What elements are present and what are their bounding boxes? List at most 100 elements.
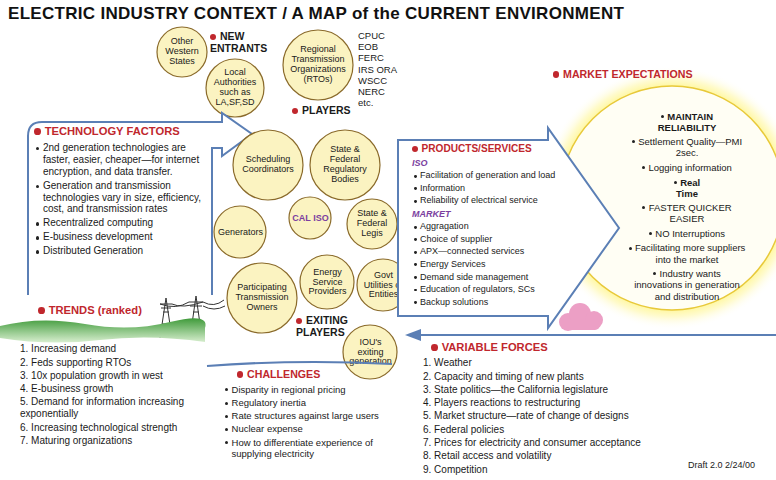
bullet-item: Backup solutions [412,297,562,308]
expectation-item: MAINTAIN RELIABILITY [649,111,725,133]
numbered-item: 1. Weather [423,357,766,369]
green-hill [0,318,206,342]
expectation-item: Facilitating more suppliers into the mar… [628,242,746,264]
bullet-item: How to differentiate experience of suppl… [223,437,386,459]
circle-outline [357,259,409,311]
player-circle: CAL ISO [288,196,332,240]
expectation-item: Settlement Quality—PMI 2sec. [628,136,746,158]
bullet-item: Distributed Generation [34,245,206,257]
section-heading: PRODUCTS/SERVICES [412,143,562,155]
bullet-item: Aggragation [412,221,562,232]
sun-disc [560,86,776,310]
node-content: VARIABLE FORCES 1. Weather 2. Capacity and… [405,330,776,480]
bullet-item: Disparity in regional pricing [223,384,386,395]
node-content: State & Federal Legis [350,202,394,246]
node-content: PRODUCTS/SERVICES ISOFacilitation of gene… [398,128,620,328]
circle-outline [227,263,297,333]
node-content: TECHNOLOGY FACTORS2nd generation technol… [22,112,254,297]
circle-outline [283,30,353,100]
bullet-item: Nuclear expense [223,423,386,434]
section-heading: CHALLENGES [237,368,386,381]
node-content: Other Western States [160,30,204,74]
node-content: TRENDS (ranked)1. Increasing demand2. Fe… [0,302,205,480]
bullet-item: Facilitation of generation and load [412,170,562,181]
node-content: Local Authorities such as LA,SF,SD [210,63,260,113]
new-entrant-circle: Local Authorities such as LA,SF,SD [205,58,265,118]
numbered-item: 3. State politics—the California legisla… [423,384,766,396]
challenges-band: CHALLENGESDisparity in regional pricingR… [207,362,392,480]
sub-heading: ISO [412,158,562,169]
section-heading: VARIABLE FORCES [431,341,766,354]
pink-cloud [559,303,603,331]
band-arrow [28,113,252,295]
circle-label: Generators [218,228,263,238]
circle-label: Local Authorities such as LA,SF,SD [210,68,260,108]
expectation-item: Industry wants innovations in generation… [628,268,746,302]
player-circle: Participating Transmission Owners [226,262,298,334]
bullet-item: APX—connected services [412,246,562,257]
numbered-item: 4. E-business growth [20,383,197,395]
circle-label: State & Federal Legis [350,209,394,239]
numbered-item: 7. Maturing organizations [20,435,197,447]
circle-label: CAL ISO [292,213,328,224]
expectation-item: FASTER QUICKER EASIER [628,202,746,224]
circle-label: Scheduling Coordinators [238,155,298,175]
node-content: Generators [218,210,263,255]
bullet-item: Education of regulators, SCs [412,284,562,295]
bullet-item: E-business development [34,231,206,243]
node-content: CHALLENGESDisparity in regional pricingR… [207,362,392,480]
diagram-title: ELECTRIC INDUSTRY CONTEXT / A MAP of the… [8,4,768,24]
numbered-item: 5. Demand for information increasing exp… [20,396,197,420]
numbered-item: 6. Increasing technological strength [20,422,197,434]
node-content: Participating Transmission Owners [232,268,292,328]
sub-heading: MARKET [412,209,562,220]
group-heading: EXITING PLAYERS [296,314,360,339]
circle-outline [214,206,266,258]
numbered-item: 6. Federal policies [423,424,766,436]
new-entrant-circle: Regional Transmission Organizations (RTO… [282,29,354,101]
expectation-item: Logging information [628,162,746,173]
player-circle: Scheduling Coordinators [232,129,304,201]
bullet-item: 2nd generation technologies are faster, … [34,142,206,177]
circle-label: Other Western States [160,37,204,67]
bullet-item: Generation and transmission technologies… [34,180,206,215]
group-heading: NEW ENTRANTS [210,30,282,55]
arrow-head [405,329,421,341]
circle-outline [233,130,303,200]
node-content: CAL ISO [292,200,329,237]
numbered-item: 5. Market structure—rate of change of de… [423,410,766,422]
trends-band: TRENDS (ranked)1. Increasing demand2. Fe… [0,302,205,480]
products-arrow: PRODUCTS/SERVICES ISOFacilitation of gene… [398,128,620,328]
circle-outline [289,197,331,239]
node-content: State & Federal Regulatory Bodies [315,135,375,195]
player-circle: State & Federal Legis [346,198,398,250]
circle-label: State & Federal Regulatory Bodies [315,145,375,185]
technology-band: TECHNOLOGY FACTORS2nd generation technol… [22,112,254,297]
circle-outline [300,255,354,309]
section-heading: MARKET EXPECTATIONS [553,68,746,81]
player-circle: Generators [213,205,267,259]
band-arrow [419,334,776,336]
player-circle: Energy Service Providers [299,254,355,310]
bullet-item: Information [412,183,562,194]
band-edge [207,362,392,366]
numbered-item: 2. Feds supporting RTOs [20,357,197,369]
agency-list: CPUC EOB FERC IRS ORA WSCC NERC etc. [358,30,398,108]
numbered-item: 4. Players reactions to restructuring [423,397,766,409]
variable-forces-band: VARIABLE FORCES 1. Weather 2. Capacity and… [405,330,776,480]
player-circle: State & Federal Regulatory Bodies [309,129,381,201]
bullet-item: Choice of supplier [412,234,562,245]
numbered-item: 2. Capacity and timing of new plants [423,371,766,383]
circle-label: Regional Transmission Organizations (RTO… [288,45,348,85]
bullet-item: Energy Services [412,259,562,270]
numbered-item: 7. Prices for electricity and consumer a… [423,437,766,449]
circle-outline [157,27,207,77]
bullet-item: Reliability of electrical service [412,195,562,206]
circle-outline [206,59,264,117]
sun-glow [540,66,776,330]
section-heading: TRENDS (ranked) [38,304,197,317]
circle-outline [310,130,380,200]
node-content: Scheduling Coordinators [238,135,298,195]
new-entrant-circle: Other Western States [156,26,208,78]
bullet-item: Demand side management [412,272,562,283]
